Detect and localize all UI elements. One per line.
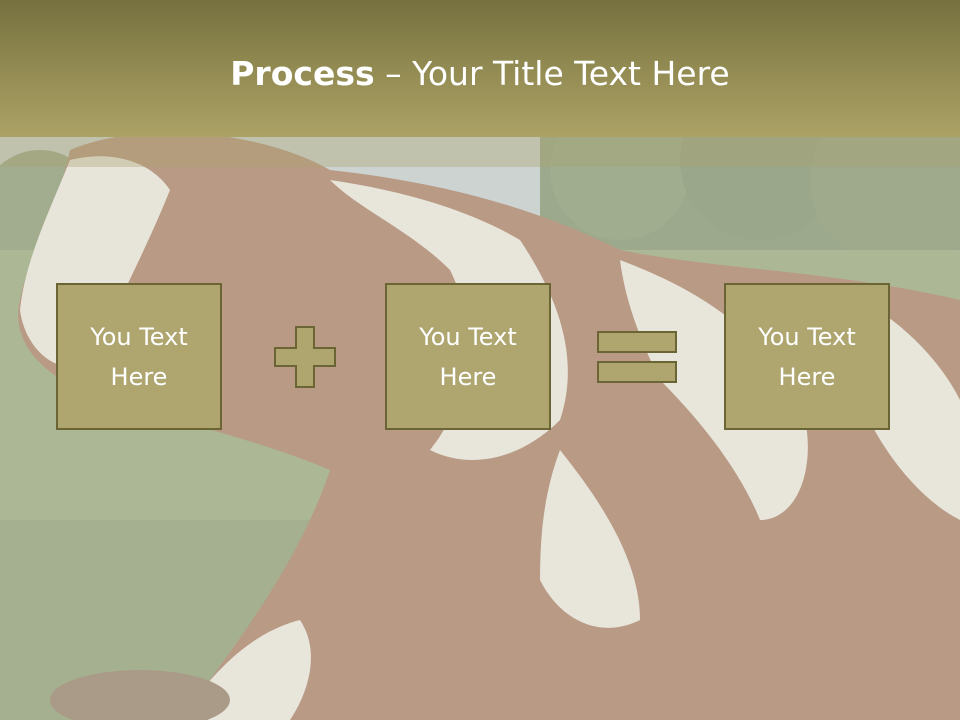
- equals-icon: [597, 331, 677, 383]
- process-box-1-text: You Text Here: [90, 322, 188, 391]
- slide-title-rest: – Your Title Text Here: [374, 54, 730, 93]
- process-box-3[interactable]: You Text Here: [724, 283, 890, 430]
- process-box-2-text: You Text Here: [419, 322, 517, 391]
- title-band: [0, 137, 960, 167]
- title-bar: [0, 0, 960, 137]
- slide-title-bold: Process: [230, 54, 375, 93]
- plus-icon: [274, 326, 336, 388]
- process-box-2[interactable]: You Text Here: [385, 283, 551, 430]
- process-box-3-text: You Text Here: [758, 322, 856, 391]
- slide-title: Process – Your Title Text Here: [0, 52, 960, 96]
- process-box-1[interactable]: You Text Here: [56, 283, 222, 430]
